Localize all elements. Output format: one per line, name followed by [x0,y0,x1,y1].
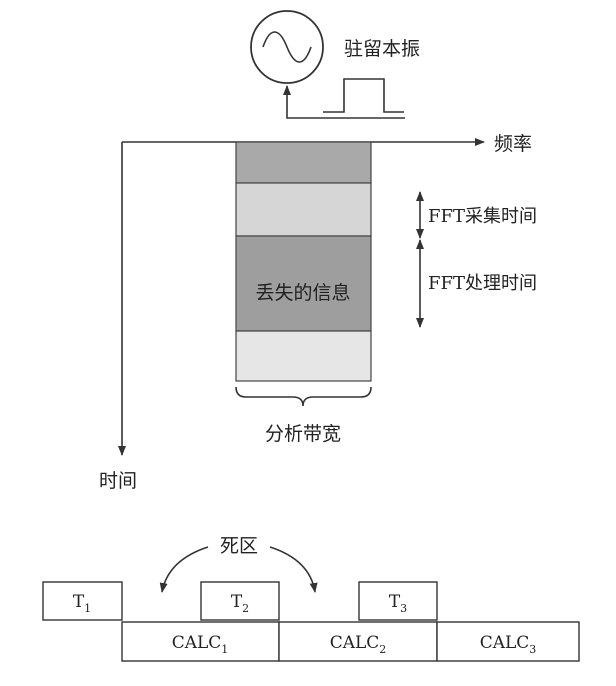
oscillator-label: 驻留本振 [344,38,420,60]
acquisition-label-1: T1 [73,592,91,615]
fft-band-4 [235,330,372,382]
acquisition-time-label: FFT采集时间 [428,206,537,227]
calculation-block-1: CALC1 [121,621,280,662]
analysis-bandwidth-label: 分析带宽 [265,423,341,445]
analysis-bandwidth-brace [235,386,372,407]
acquisition-block-3: T3 [358,581,438,621]
calculation-block-2: CALC2 [278,621,438,662]
fft-column: 丢失的信息 分析带宽 [235,141,372,445]
dead-zone-arrow-right [269,546,318,593]
frequency-axis-label: 频率 [494,133,532,155]
local-oscillator: 驻留本振 [250,10,420,119]
acquisition-block-1: T1 [42,581,123,621]
processing-time-label: FFT处理时间 [428,273,537,294]
acquisition-label-3: T3 [389,592,407,615]
pulse-signal [323,78,404,113]
acquisition-block-2: T2 [200,581,280,621]
acquisition-label-2: T2 [231,592,249,615]
fft-time-annotations: FFT采集时间 FFT处理时间 [416,191,537,328]
dead-zone-arrow-left [159,546,209,593]
calculation-label-3: CALC3 [480,633,537,656]
feedback-arrow [283,85,405,119]
calculation-label-1: CALC1 [172,633,229,656]
fft-band-2 [235,182,372,237]
timing-diagram: 死区 T1 T2 T3 CALC1 CALC2 CALC3 [42,535,580,662]
sine-wave-icon [262,31,312,63]
calculation-block-3: CALC3 [436,621,580,662]
calculation-label-2: CALC2 [330,633,387,656]
lost-information-label: 丢失的信息 [255,282,350,304]
time-axis-label: 时间 [99,470,137,492]
dead-zone-label: 死区 [220,535,258,557]
fft-band-1 [235,141,372,184]
